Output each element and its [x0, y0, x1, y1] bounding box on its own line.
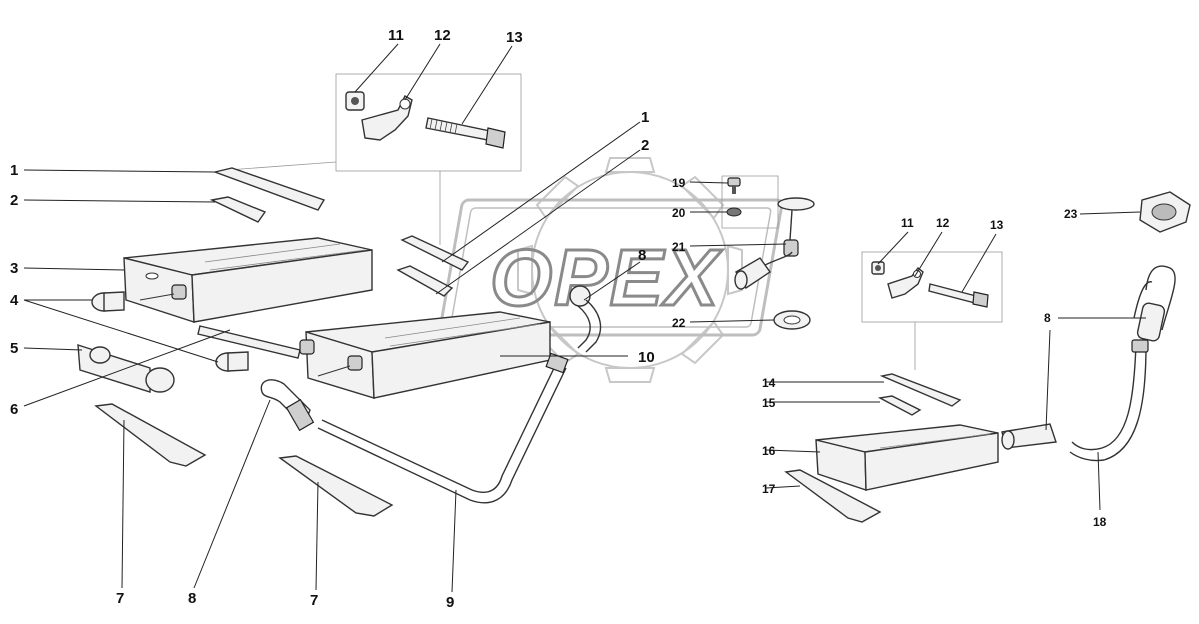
part-16-tank-right — [815, 424, 999, 491]
part-7-pad-middle — [278, 455, 394, 517]
callout-13-top: 13 — [506, 29, 523, 46]
part-11-nut-right — [871, 261, 885, 275]
part-9-fuel-pipe — [317, 352, 569, 504]
callout-labels: 11 12 13 1 2 3 4 5 6 7 8 7 9 1 2 8 10 19… — [10, 27, 1107, 611]
part-18-hose-right — [1001, 339, 1149, 462]
part-3-tank-left — [123, 237, 373, 323]
callout-7-middle: 7 — [310, 592, 318, 609]
callout-21: 21 — [672, 240, 686, 254]
part-17-pad-right — [784, 469, 882, 523]
callout-19: 19 — [672, 176, 686, 190]
hardware-group-frame-left — [335, 73, 522, 172]
callout-16: 16 — [762, 444, 776, 458]
callout-15: 15 — [762, 396, 776, 410]
callout-8-middle: 8 — [638, 247, 646, 264]
callout-1-middle: 1 — [641, 109, 649, 126]
callout-17: 17 — [762, 482, 776, 496]
leader-lines — [23, 43, 1146, 593]
hardware-group-frame-right — [861, 251, 1003, 323]
part-12-clamp-right — [887, 267, 924, 299]
callout-10: 10 — [638, 349, 655, 366]
callout-7-left: 7 — [116, 590, 124, 607]
watermark-logo-text: OPEX — [490, 233, 723, 322]
callout-14: 14 — [762, 376, 776, 390]
part-7-pad-left — [94, 403, 207, 467]
part-13-bolt-top — [425, 117, 506, 149]
callout-4: 4 — [10, 292, 19, 309]
callout-1-left: 1 — [10, 162, 18, 179]
callout-12-right: 12 — [936, 216, 950, 230]
callout-20: 20 — [672, 206, 686, 220]
hardware-group-frame-sensor — [721, 175, 779, 229]
part-22-gasket — [773, 310, 811, 330]
part-10-tank-middle — [305, 311, 551, 399]
callout-12-top: 12 — [434, 27, 451, 44]
part-8-hose-left — [260, 379, 315, 432]
part-13-bolt-right — [928, 283, 989, 308]
part-8-hose-right — [1133, 265, 1176, 342]
part-8-hose-middle — [569, 285, 602, 353]
callout-3: 3 — [10, 260, 18, 277]
callout-8-left: 8 — [188, 590, 196, 607]
part-6-connecting-pipe — [197, 325, 301, 359]
part-4-pipe-fittings — [91, 291, 249, 372]
callout-13-right: 13 — [990, 218, 1004, 232]
callout-9: 9 — [446, 594, 454, 611]
callout-11-top: 11 — [388, 27, 404, 44]
part-15-pad-right — [877, 395, 922, 416]
frame-link-left-2 — [227, 161, 337, 171]
callout-23: 23 — [1064, 207, 1078, 221]
part-1-strap-left — [212, 167, 326, 211]
part-2-pad-middle — [396, 265, 454, 297]
callout-8-right: 8 — [1044, 311, 1051, 325]
tank-outlets — [139, 284, 363, 377]
part-5-pipe-coupler — [77, 344, 175, 393]
part-1-strap-middle — [400, 235, 470, 271]
part-12-clamp-top — [361, 95, 413, 141]
callout-6: 6 — [10, 401, 18, 418]
part-21-fuel-level-sensor — [734, 197, 815, 290]
callout-22: 22 — [672, 316, 686, 330]
part-20-washer — [726, 207, 742, 217]
part-11-nut-top — [345, 91, 365, 111]
callout-18: 18 — [1093, 515, 1107, 529]
part-14-strap-right — [879, 373, 962, 407]
part-23-filler-cap — [1139, 191, 1191, 233]
callout-5: 5 — [10, 340, 18, 357]
part-19-screw — [727, 177, 741, 194]
callout-2-middle: 2 — [641, 137, 649, 154]
callout-11-right: 11 — [901, 216, 914, 230]
callout-2-left: 2 — [10, 192, 18, 209]
part-2-pad-left — [209, 196, 267, 223]
